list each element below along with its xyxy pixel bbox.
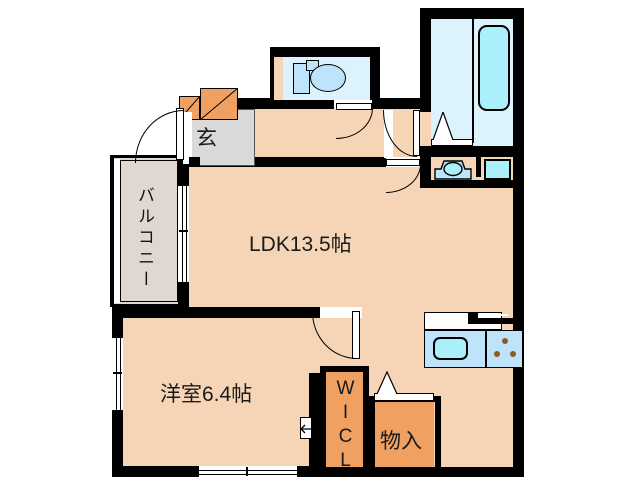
wall-hall-right-stub <box>420 98 431 112</box>
wall-wic-top <box>320 366 369 372</box>
stove-burner-right <box>510 351 516 357</box>
ldk-label: LDK13.5帖 <box>249 233 352 256</box>
stove-burner-top <box>502 338 508 344</box>
wall-entrance-bottom <box>189 157 200 167</box>
bedroom-window-bottom-overlap <box>246 467 248 476</box>
toilet-tank <box>293 63 310 94</box>
bedroom-label: 洋室6.4帖 <box>160 383 253 406</box>
wall-washroom-divider <box>476 157 481 177</box>
wall-toilet-top <box>270 47 380 57</box>
wic-door-arrow <box>298 424 312 434</box>
kitchen-counter-line <box>484 314 508 316</box>
entrance-door-opening <box>183 112 192 164</box>
shoe-cabinet-large-diagonal <box>200 88 238 120</box>
bedroom-window-left-overlap <box>113 372 122 374</box>
storage-door-fold-arc <box>376 371 398 395</box>
balcony-floor <box>120 160 178 302</box>
wall-hall-top-right <box>380 98 428 109</box>
wall-bottom <box>112 466 524 477</box>
balcony-rail-bottom <box>110 304 182 307</box>
balcony-slider-mullion-1 <box>182 185 184 283</box>
bathtub-fixture <box>478 25 510 111</box>
bath-divider <box>472 19 474 143</box>
balcony-label: バルコニー <box>135 186 154 291</box>
wall-top-bath <box>420 8 524 19</box>
wall-right-bath <box>513 8 524 158</box>
balcony-slider-overlap <box>179 230 188 232</box>
bathroom-door-arc <box>432 112 454 140</box>
washbasin-fixture <box>434 156 472 180</box>
genkan-label: 玄 <box>196 127 217 150</box>
bedroom-window-bottom-mullion2 <box>198 474 298 476</box>
toilet-antechamber <box>274 57 283 100</box>
balcony-slider-mullion-2 <box>186 185 188 283</box>
wall-washroom-left <box>420 157 431 188</box>
kitchen-counter-edge <box>478 318 513 324</box>
wall-ldk-lower-left <box>369 396 375 467</box>
kitchen-counter-divider <box>468 312 478 324</box>
wall-toilet-bottom <box>270 100 334 110</box>
stove-burner-left <box>494 351 500 357</box>
wall-storage-right <box>435 396 441 467</box>
bedroom-window-left-mullion2 <box>120 337 122 411</box>
wall-bedroom-right <box>309 373 320 467</box>
wall-left-bath <box>420 8 431 158</box>
bedroom-window-left[interactable] <box>112 337 123 411</box>
wic-area <box>325 371 364 467</box>
toilet-bowl <box>310 64 346 92</box>
balcony-inner-gap <box>114 159 120 303</box>
bedroom-floor <box>123 318 320 466</box>
bedroom-window-bottom[interactable] <box>198 466 298 477</box>
bedroom-window-bottom-mullion1 <box>198 470 298 472</box>
wall-wic-right <box>363 368 369 467</box>
bedroom-window-left-mullion1 <box>116 337 118 411</box>
wall-bath-bottom <box>420 146 524 157</box>
wic-door-opening[interactable] <box>300 417 312 439</box>
storage-area <box>374 401 434 467</box>
wall-toilet-right <box>370 47 380 110</box>
washing-machine-space <box>484 159 511 180</box>
wall-hall-ldk <box>189 157 386 167</box>
balcony-rail-left <box>110 155 114 307</box>
bathroom-door-sill <box>431 139 473 146</box>
kitchen-sink-basin <box>433 337 468 360</box>
storage-label: 物入 <box>380 430 422 453</box>
wic-label: WICL <box>335 378 356 474</box>
wall-washroom-bottom <box>420 180 524 188</box>
ldk-floor <box>189 166 513 307</box>
stove-counter <box>486 330 523 368</box>
entrance-door-arc <box>135 110 184 163</box>
balcony-sliding-door[interactable] <box>178 185 189 283</box>
wall-wic-left <box>320 368 326 467</box>
wall-right <box>513 155 524 477</box>
wall-bedroom-top <box>112 307 320 318</box>
